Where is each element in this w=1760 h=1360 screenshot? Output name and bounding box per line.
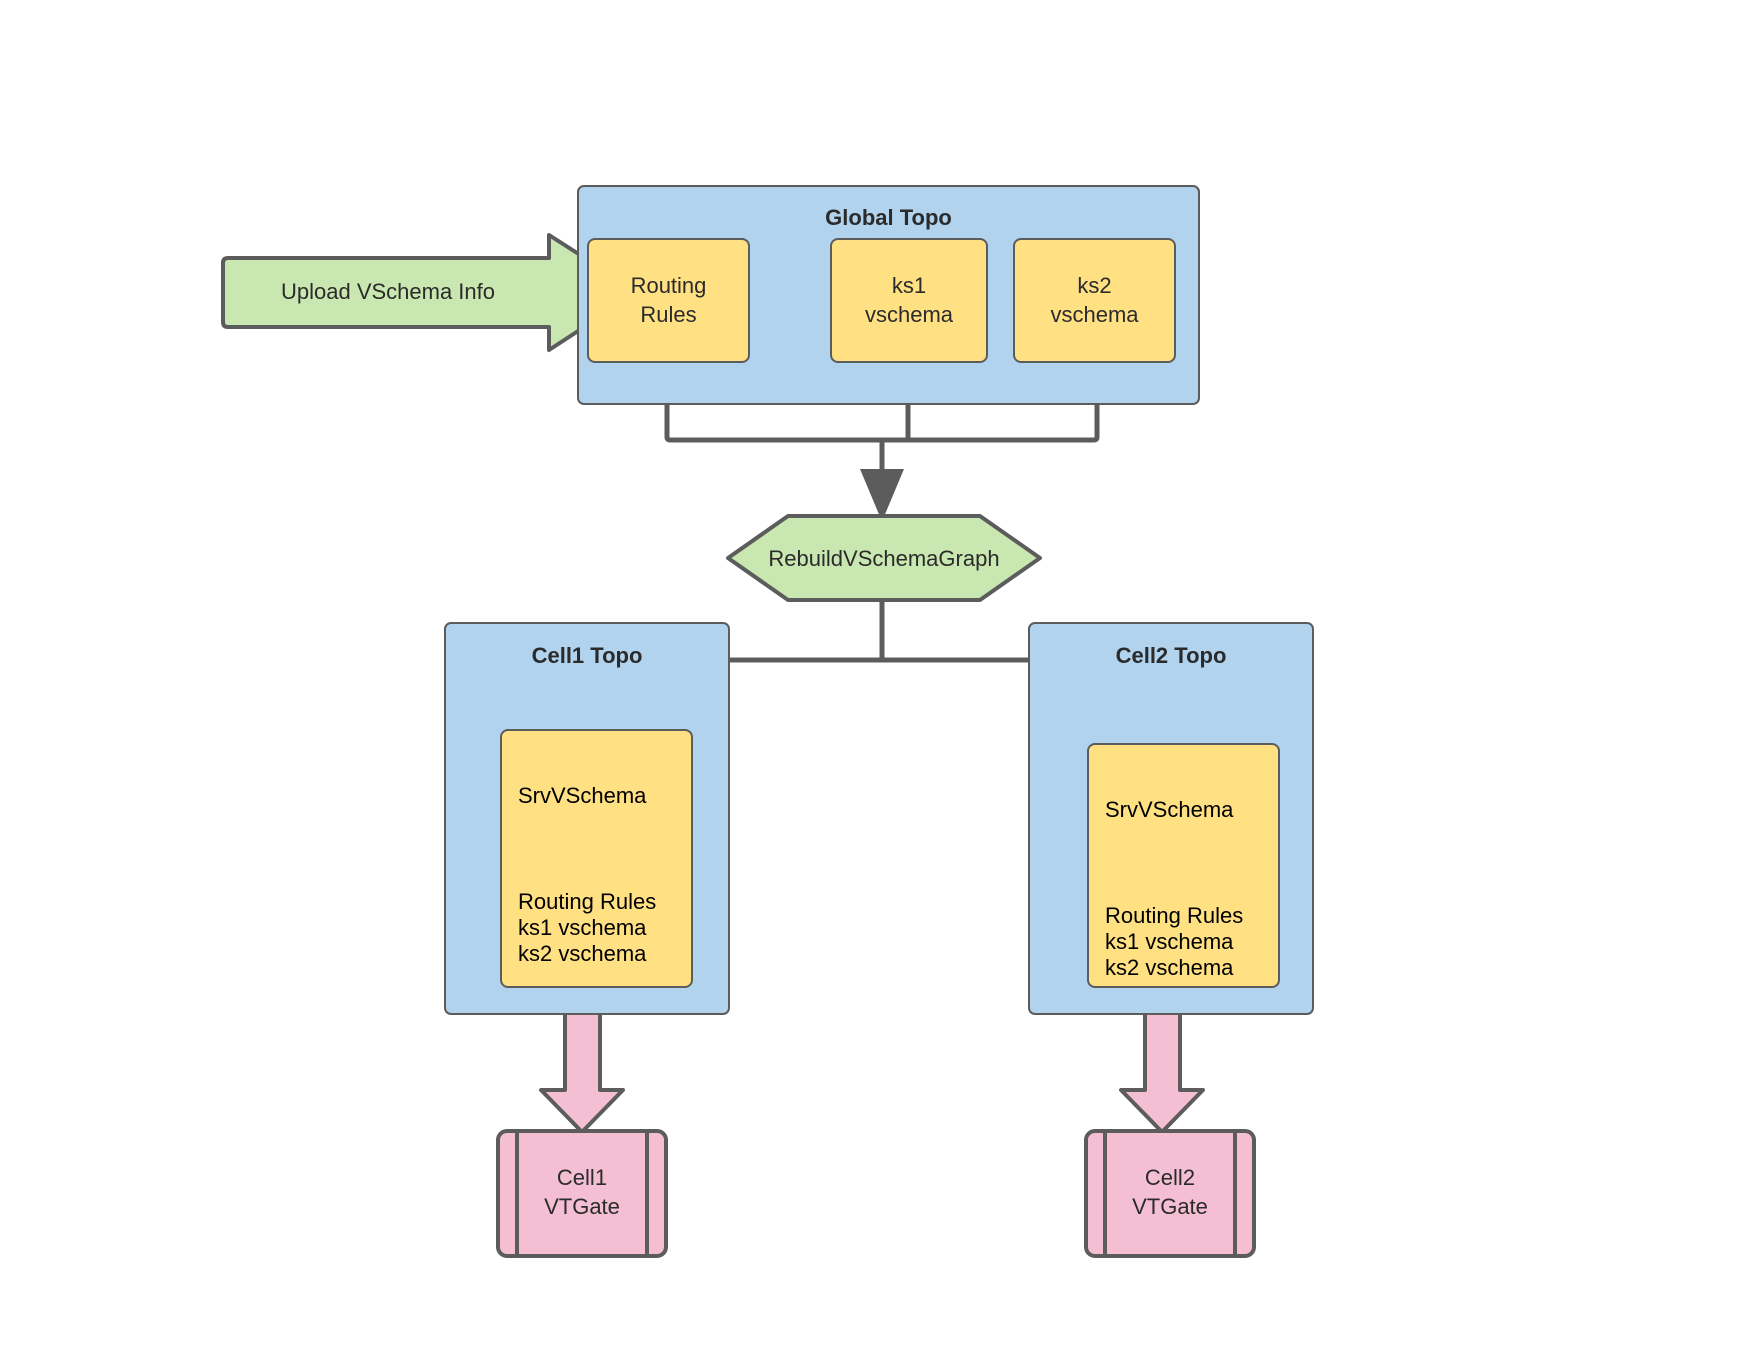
cell1-vtgate-label: Cell1 VTGate — [544, 1165, 620, 1220]
cell2-vtgate-shape — [1084, 1129, 1256, 1258]
routing-rules-box[interactable]: Routing Rules — [587, 238, 750, 363]
cell1-srvvschema-box[interactable]: SrvVSchema Routing Rules ks1 vschema ks2… — [500, 729, 693, 988]
rebuild-vschema-graph-label: RebuildVSchemaGraph — [768, 546, 1000, 571]
ks2-vschema-box[interactable]: ks2 vschema — [1013, 238, 1176, 363]
rebuild-vschema-graph-hexagon — [726, 514, 1042, 602]
cell2-srvvschema-gap — [1105, 849, 1278, 877]
cell2-srvvschema-body: Routing Rules ks1 vschema ks2 vschema — [1105, 903, 1244, 980]
cell2-topo-title: Cell2 Topo — [1115, 643, 1227, 668]
cell2-vtgate-label: Cell2 VTGate — [1132, 1165, 1208, 1220]
ks1-vschema-box[interactable]: ks1 vschema — [830, 238, 988, 363]
cell1-topo-title: Cell1 Topo — [531, 643, 643, 668]
cell2-srvvschema-heading: SrvVSchema — [1105, 797, 1234, 822]
cell1-srvvschema-gap — [518, 835, 691, 863]
cell1-vtgate-shape — [496, 1129, 668, 1258]
global-topo-title: Global Topo — [825, 205, 952, 230]
cell1-srvvschema-body: Routing Rules ks1 vschema ks2 vschema — [518, 889, 657, 966]
upload-vschema-banner-label: Upload VSchema Info — [280, 279, 496, 304]
cell2-srvvschema-box[interactable]: SrvVSchema Routing Rules ks1 vschema ks2… — [1087, 743, 1280, 988]
cell1-srvvschema-heading: SrvVSchema — [518, 783, 647, 808]
